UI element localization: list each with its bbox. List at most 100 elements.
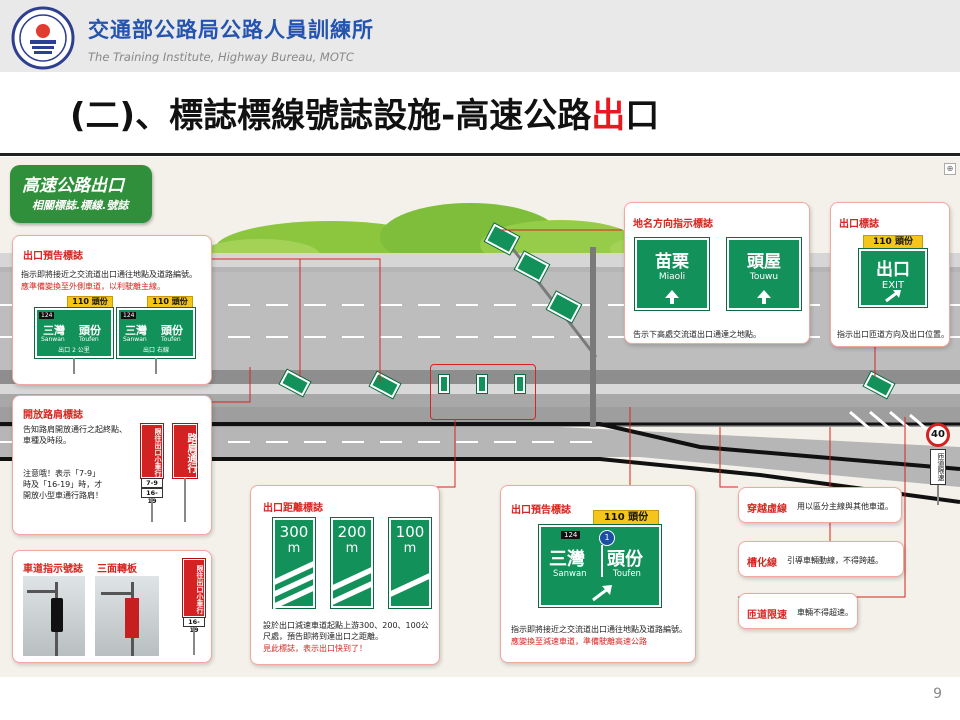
card-desc: 指示即將接近之交流道出口通往地點及道路編號。 (21, 270, 197, 279)
dist-stripe-1 (389, 572, 431, 598)
banner-line1: 高速公路出口 (22, 176, 124, 196)
sign-exit: 出口 右線 (143, 347, 169, 354)
diagonal-arrow-icon (885, 290, 901, 303)
title-highlight: 出 (591, 96, 626, 136)
lane-signal-photo-2 (95, 576, 159, 656)
route-plate: 110 頭份 (863, 235, 923, 249)
exit-cn: 出口 (876, 260, 910, 280)
distance-signs-highlight (430, 364, 536, 420)
slide-title: (二)、標誌標線號誌設施-高速公路出口 (70, 88, 659, 137)
sign-pole-2 (155, 358, 157, 374)
sign-en: Miaoli (658, 272, 686, 282)
sign-pole-1 (73, 358, 75, 374)
road-dist-sign-2 (477, 375, 487, 393)
card-direction: 地名方向指示標誌 苗栗 Miaoli 頭屋 Touwu 告示下高處交流道出口通達… (624, 202, 810, 344)
exit-advance-sign-1: 124 三灣 頭份 Sanwan Toufen 出口 2 公里 (35, 308, 113, 358)
org-name-en: The Training Institute, Highway Bureau, … (88, 50, 354, 64)
sign-en1: Sanwan (41, 336, 65, 343)
card-exit-advance-top: 出口預告標誌 指示即將接近之交流道出口通往地點及道路編號。 應準備變換至外側車道… (12, 235, 212, 385)
card-title-1: 車道指示號誌 (23, 564, 83, 575)
exit-advance-sign-2: 124 三灣 頭份 Sanwan Toufen 出口 右線 (117, 308, 195, 358)
card-distance: 出口距離標誌 300 m 200 m 100 m 設於出口減速車道起點上游300… (250, 485, 440, 665)
route-plate-1: 110 頭份 (67, 296, 113, 308)
exit-sign: 出口 EXIT (859, 249, 927, 307)
page-number: 9 (933, 686, 942, 702)
card-exit-advance-main: 出口預告標誌 110 頭份 124 1 三灣 頭份 Sanwan Toufen … (500, 485, 696, 663)
shoulder-sign-a: 限往出口小車行 (141, 424, 163, 478)
card-note: 注意哦！表示「7-9」時及「16-19」時，才開放小型車通行路肩！ (23, 469, 103, 500)
road-dist-sign-3 (515, 375, 525, 393)
distance-sign-100: 100 m (389, 518, 431, 608)
title-prefix: (二)、標誌標線號誌設施-高速公路 (70, 96, 592, 136)
direction-sign-1: 苗栗 Miaoli (635, 238, 709, 310)
institute-logo-icon (11, 6, 75, 70)
shoulder-sign-b: 路肩通行 (173, 424, 197, 478)
card-desc: 指示即將接近之交流道出口通往地點及道路編號。 (511, 625, 687, 634)
sign-cn2: 頭份 (79, 324, 101, 337)
sign-en2: Toufen (161, 336, 181, 343)
shoulder-pole-b (184, 478, 186, 522)
card-desc: 引導車輛動線，不得跨越。 (787, 556, 883, 565)
card-desc: 告示下高處交流道出口通達之地點。 (633, 330, 761, 339)
sign-cn1: 三灣 (549, 549, 585, 570)
dist-unit: m (403, 541, 417, 556)
sign-cn: 頭屋 (747, 252, 781, 272)
dist-unit: m (287, 541, 301, 556)
banner-line2: 相關標誌.標線.號誌 (32, 199, 129, 212)
card-title: 開放路肩標誌 (23, 410, 83, 421)
shoulder-plate-a1: 7-9 (141, 478, 163, 488)
banner: 高速公路出口 相關標誌.標線.號誌 (10, 165, 152, 223)
card-shoulder: 開放路肩標誌 告知路肩開放通行之起終點、車種及時段。 注意哦！表示「7-9」時及… (12, 395, 212, 535)
sign-en1: Sanwan (123, 336, 147, 343)
lane-signal-photo-1 (23, 576, 85, 656)
speed-limit-pole (937, 485, 939, 505)
sign-num: 124 (561, 531, 581, 539)
card-title: 出口標誌 (839, 219, 879, 230)
route-plate-2: 110 頭份 (147, 296, 193, 308)
zoom-icon[interactable]: ⊕ (944, 163, 956, 175)
sign-shield: 1 (599, 530, 615, 546)
card-desc: 車輛不得超速。 (797, 608, 853, 617)
card-title-2: 三面轉板 (97, 564, 137, 575)
shoulder-pole-a (151, 498, 153, 522)
speed-limit-sign: 40 (926, 423, 950, 447)
card-exit-sign: 出口標誌 110 頭份 出口 EXIT 指示出口匝道方向及出口位置。 (830, 202, 950, 347)
sign-en2: Toufen (79, 336, 99, 343)
card-title: 匝道限速 (747, 610, 787, 621)
dist-value: 100 (395, 523, 425, 541)
sign-cn2: 頭份 (161, 324, 183, 337)
road-dist-sign-1 (439, 375, 449, 393)
sign-en2: Toufen (613, 569, 641, 579)
sign-cn2: 頭份 (607, 549, 643, 570)
sign-cn1: 三灣 (43, 324, 65, 337)
exit-advance-sign-main: 124 1 三灣 頭份 Sanwan Toufen (539, 525, 661, 607)
header-bar: 交通部公路局公路人員訓練所 The Training Institute, Hi… (0, 0, 960, 72)
sign-exit: 出口 2 公里 (58, 347, 90, 354)
lane-signal-sign: 限往出口小車行 (183, 559, 205, 617)
dist-unit: m (345, 541, 359, 556)
highway-exit-diagram: 高速公路出口 相關標誌.標線.號誌 出口預告標誌 指示即將接近之交流道出口通往地… (0, 157, 960, 677)
dist-value: 200 (337, 523, 367, 541)
up-arrow-icon (757, 290, 771, 304)
card-title: 地名方向指示標誌 (633, 219, 713, 230)
distance-sign-200: 200 m (331, 518, 373, 608)
card-gore: 槽化線 引導車輛動線，不得跨越。 (738, 541, 904, 577)
card-title: 穿越虛線 (747, 504, 787, 515)
sign-en: Touwu (749, 272, 779, 282)
card-cross-line: 穿越虛線 用以區分主線與其他車道。 (738, 487, 902, 523)
card-title: 槽化線 (747, 558, 777, 569)
shoulder-plate-a2: 16-19 (141, 488, 163, 505)
card-desc-red: 見此標誌，表示出口快到了！ (263, 644, 367, 653)
card-title: 出口預告標誌 (23, 251, 83, 262)
title-rule (0, 153, 960, 156)
sign-num: 124 (39, 312, 55, 319)
lane-signal-plate: 16-19 (183, 617, 205, 634)
card-title: 出口預告標誌 (511, 505, 571, 516)
card-desc: 告知路肩開放通行之起終點、車種及時段。 (23, 425, 127, 445)
direction-sign-2: 頭屋 Touwu (727, 238, 801, 310)
card-desc-red: 應準備變換至外側車道，以利駛離主線。 (21, 282, 165, 291)
org-name-cn: 交通部公路局公路人員訓練所 (88, 18, 374, 42)
title-suffix: 口 (625, 96, 660, 136)
sign-divider (601, 545, 603, 577)
card-desc: 指示出口匝道方向及出口位置。 (837, 330, 949, 339)
